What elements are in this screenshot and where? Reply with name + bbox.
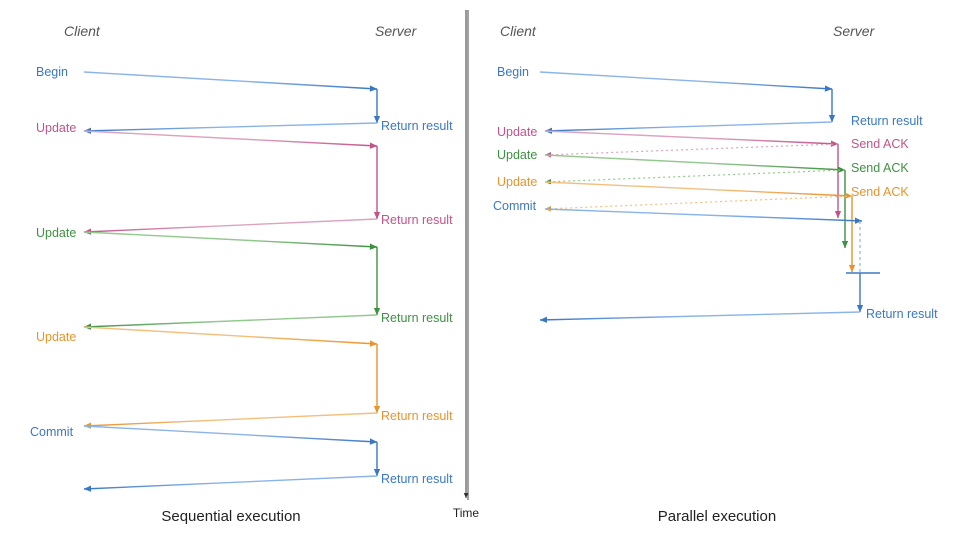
message-label-update1-return: Return result: [381, 213, 453, 227]
message-line-commit-return: [539, 311, 861, 324]
message-update1-return: Return result: [83, 213, 453, 235]
message-line-update3-request: [544, 181, 853, 199]
message-label-commit-request: Commit: [30, 425, 74, 439]
message-label-update2-return: Return result: [381, 311, 453, 325]
message-commit-request: Commit: [30, 425, 378, 445]
message-update1-request: Update: [497, 125, 839, 147]
message-line-update3-request: [83, 326, 378, 347]
message-line-begin-return: [83, 122, 378, 134]
time-axis-label: Time: [453, 506, 480, 520]
message-line-update2-request: [544, 154, 846, 173]
message-line-begin-return: [544, 121, 833, 134]
message-label-update1-ack: Send ACK: [851, 137, 909, 151]
message-update3-request: Update: [36, 326, 378, 347]
message-label-commit-return: Return result: [866, 307, 938, 321]
message-update3-ack: Send ACK: [544, 185, 909, 212]
message-update2-return: Return result: [83, 311, 453, 330]
message-update1-ack: Send ACK: [544, 137, 909, 158]
message-line-update1-request: [83, 130, 378, 149]
message-line-commit-return: [83, 475, 378, 492]
message-update2-request: Update: [497, 148, 846, 173]
message-line-begin-request: [539, 71, 833, 92]
message-line-update2-ack: [544, 169, 846, 185]
message-label-begin-return: Return result: [851, 114, 923, 128]
message-line-update1-request: [544, 130, 839, 147]
message-label-commit-request: Commit: [493, 199, 537, 213]
actor-label-client: Client: [500, 23, 537, 39]
message-line-update2-request: [83, 231, 378, 250]
actor-label-server: Server: [833, 23, 876, 39]
message-update3-request: Update: [497, 175, 853, 199]
time-axis-layer: Time: [453, 10, 480, 520]
message-label-update3-return: Return result: [381, 409, 453, 423]
message-line-update2-return: [83, 314, 378, 330]
message-label-update1-request: Update: [497, 125, 537, 139]
message-commit-return: Return result: [83, 472, 453, 492]
message-label-commit-return: Return result: [381, 472, 453, 486]
message-update1-request: Update: [36, 121, 378, 149]
message-line-update1-return: [83, 218, 378, 235]
message-commit-return: Return result: [539, 307, 938, 324]
message-line-begin-request: [83, 71, 378, 92]
message-begin-request: Begin: [36, 65, 378, 92]
message-begin-request: Begin: [497, 65, 833, 92]
message-label-update1-request: Update: [36, 121, 76, 135]
panel-caption-sequential: Sequential execution: [161, 508, 300, 525]
message-line-commit-request: [544, 208, 863, 224]
message-label-update2-ack: Send ACK: [851, 161, 909, 175]
message-label-begin-request: Begin: [497, 65, 529, 79]
message-begin-return: Return result: [544, 114, 923, 134]
message-update2-ack: Send ACK: [544, 161, 909, 185]
message-label-update2-request: Update: [497, 148, 537, 162]
message-label-begin-request: Begin: [36, 65, 68, 79]
message-line-commit-request: [83, 425, 378, 445]
message-line-update1-ack: [544, 143, 839, 158]
panel-caption-parallel: Parallel execution: [658, 508, 776, 525]
message-commit-request: Commit: [493, 199, 863, 224]
message-label-update2-request: Update: [36, 226, 76, 240]
message-label-begin-return: Return result: [381, 119, 453, 133]
message-update3-return: Return result: [83, 409, 453, 429]
message-update2-request: Update: [36, 226, 378, 250]
message-begin-return: Return result: [83, 119, 453, 134]
message-label-update3-request: Update: [36, 330, 76, 344]
message-line-update3-return: [83, 412, 378, 429]
actor-label-server: Server: [375, 23, 418, 39]
message-label-update3-request: Update: [497, 175, 537, 189]
message-line-update3-ack: [544, 195, 853, 212]
actor-label-client: Client: [64, 23, 101, 39]
message-label-update3-ack: Send ACK: [851, 185, 909, 199]
